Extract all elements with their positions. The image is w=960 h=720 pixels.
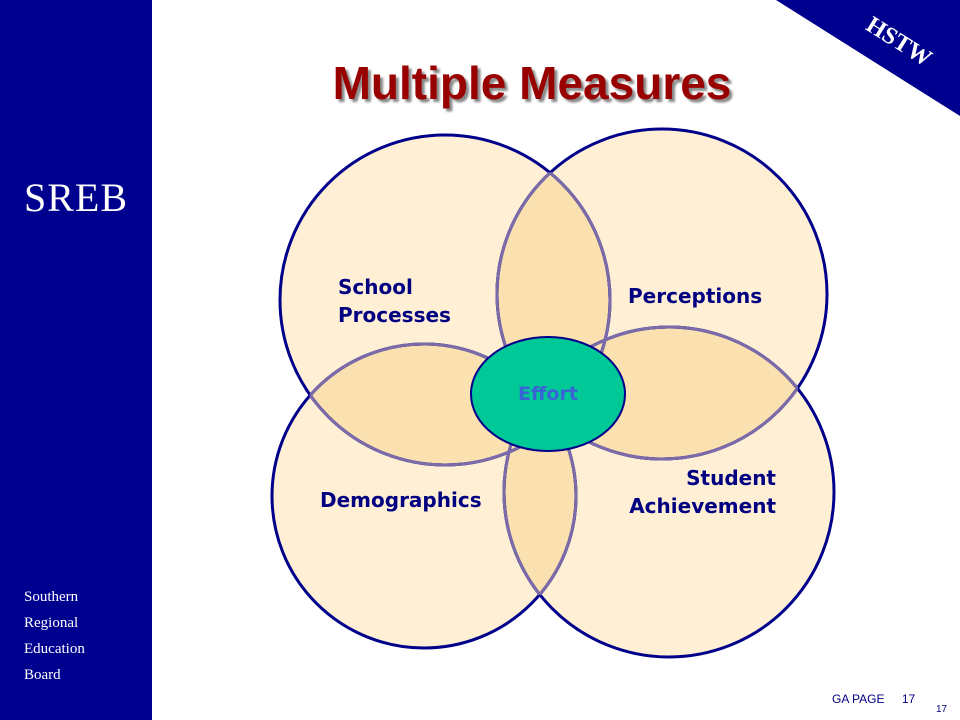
org-line: Southern [24, 589, 79, 605]
org-line: Board [24, 667, 61, 683]
effort-label: Effort [518, 383, 578, 405]
footer-number: 17 [901, 692, 916, 706]
effort-ellipse [470, 336, 626, 452]
org-line: Education [24, 641, 85, 657]
school-processes-line2: Processes [338, 303, 451, 327]
student-achievement-line2: Achievement [629, 494, 776, 518]
footer-small-number: 17 [936, 704, 948, 715]
student-achievement-line1: Student [686, 466, 776, 490]
footer-page-label: GA PAGE 17 [832, 692, 915, 706]
student-achievement-label: Student Achievement [612, 464, 776, 520]
organization-name: Southern Regional Education Board [24, 584, 85, 688]
sidebar: SREB Southern Regional Education Board [0, 0, 152, 720]
school-processes-label: School Processes [338, 273, 451, 329]
demographics-label: Demographics [320, 488, 482, 512]
footer-text: GA PAGE [832, 692, 885, 706]
perceptions-label: Perceptions [628, 284, 763, 308]
org-line: Regional [24, 615, 79, 631]
school-processes-line1: School [338, 275, 413, 299]
page-title: Multiple Measures [332, 57, 732, 109]
sreb-logo: SREB [24, 175, 129, 220]
